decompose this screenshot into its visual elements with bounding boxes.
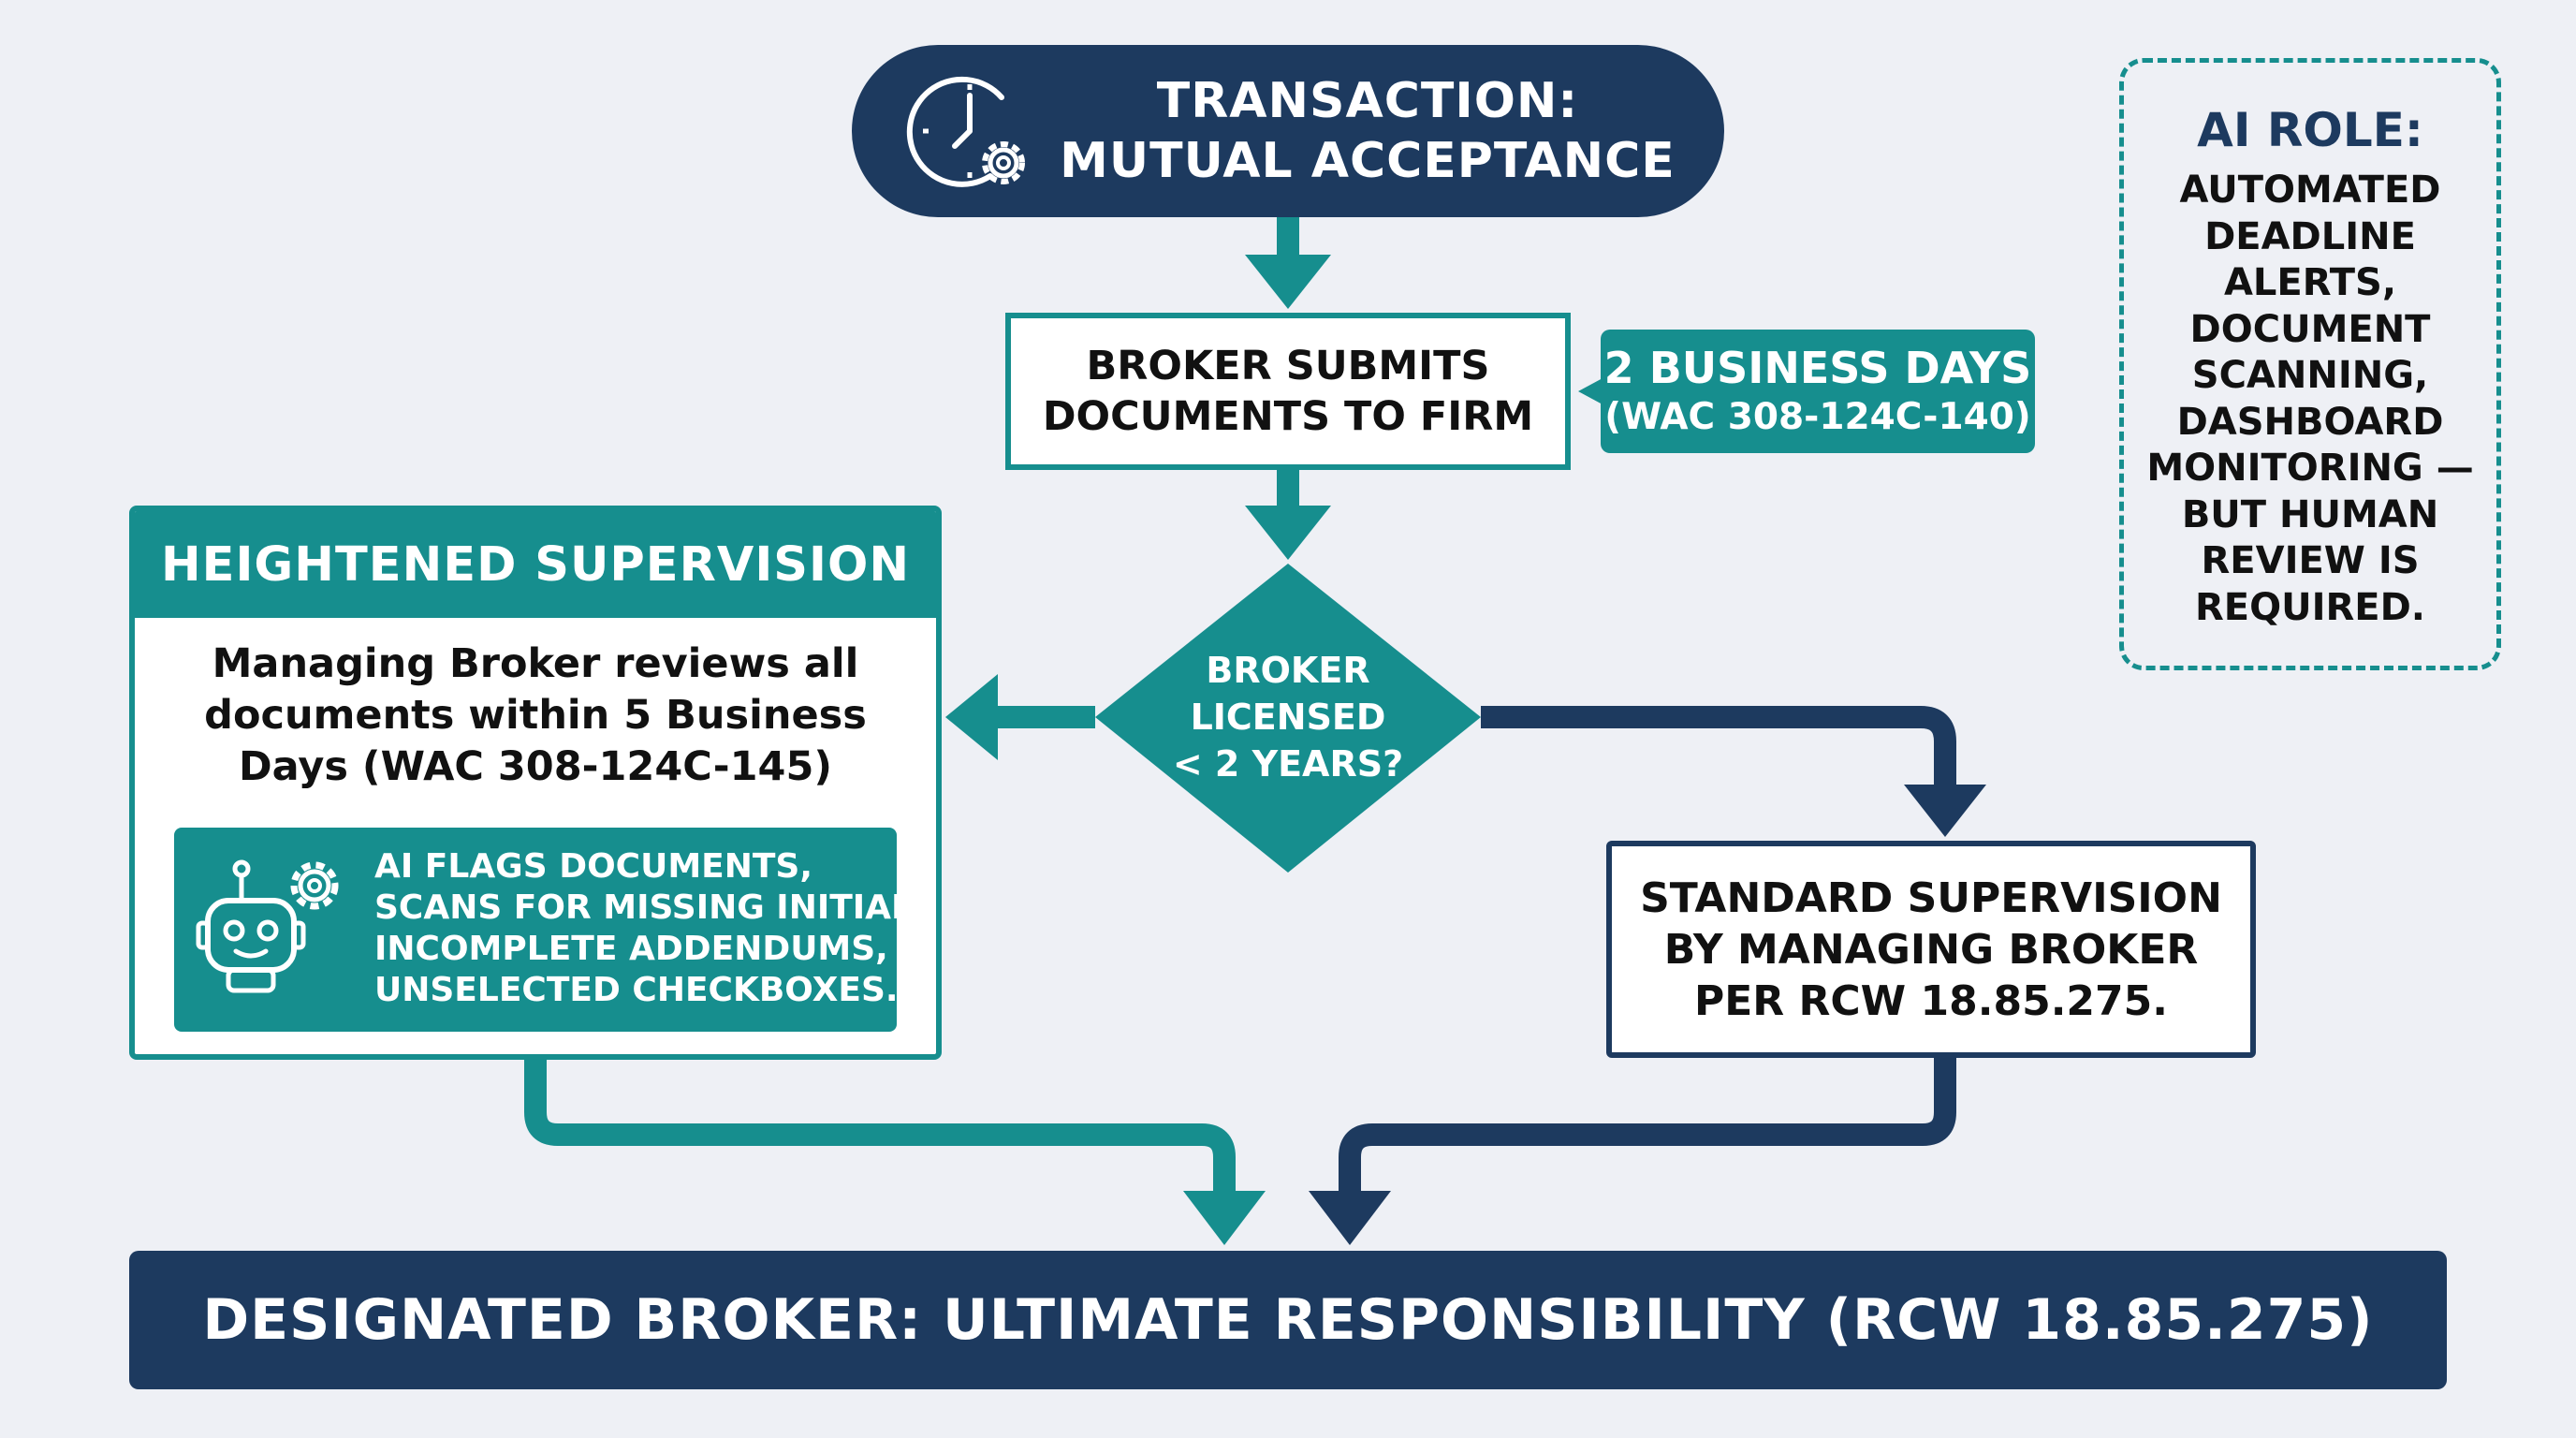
mutual-acceptance-line-2: MUTUAL ACCEPTANCE: [1060, 133, 1676, 189]
deadline-tag: 2 BUSINESS DAYS (WAC 308-124C-140): [1601, 330, 2035, 453]
node-mutual-acceptance: TRANSACTION: MUTUAL ACCEPTANCE: [852, 45, 1724, 217]
node-designated-broker: DESIGNATED BROKER: ULTIMATE RESPONSIBILI…: [129, 1251, 2447, 1389]
node-broker-submits: BROKER SUBMITS DOCUMENTS TO FIRM: [1005, 313, 1571, 470]
arrow-decision-yes-to-heightened: [945, 674, 1095, 760]
ai-role-line: DOCUMENT: [2189, 307, 2431, 351]
decision-line-1: BROKER: [1206, 650, 1370, 691]
ai-role-line: AUTOMATED: [2179, 169, 2441, 212]
ai-flags-line-2: SCANS FOR MISSING INITIALS,: [374, 888, 942, 927]
ai-role-line: DASHBOARD: [2176, 400, 2444, 444]
ai-flags-callout: AI FLAGS DOCUMENTS, SCANS FOR MISSING IN…: [174, 828, 942, 1032]
broker-submits-line-2: DOCUMENTS TO FIRM: [1042, 393, 1534, 440]
ai-role-line: MONITORING —: [2146, 447, 2474, 490]
clock-gear-icon: [906, 76, 1025, 187]
ai-role-line: ALERTS,: [2223, 261, 2397, 304]
standard-line-3: PER RCW 18.85.275.: [1694, 976, 2168, 1025]
heightened-supervision-description: Managing Broker reviews all documents wi…: [154, 638, 917, 798]
deadline-tag-pointer: [1578, 378, 1603, 404]
ai-flags-line-3: INCOMPLETE ADDENDUMS,: [374, 930, 888, 968]
heightened-supervision-title: HEIGHTENED SUPERVISION: [135, 511, 936, 618]
arrow-decision-no-to-standard: [1481, 706, 1986, 837]
decision-label: BROKER LICENSED < 2 YEARS?: [1151, 644, 1425, 790]
node-heightened-supervision: HEIGHTENED SUPERVISION Managing Broker r…: [129, 506, 942, 1060]
arrow-acceptance-to-submit: [1245, 217, 1331, 309]
arrow-standard-to-designated: [1309, 1058, 1956, 1245]
arrow-submit-to-decision: [1245, 470, 1331, 560]
deadline-tag-line-2: (WAC 308-124C-140): [1604, 396, 2031, 438]
ai-flags-line-4: UNSELECTED CHECKBOXES.: [374, 971, 899, 1009]
node-standard-supervision: STANDARD SUPERVISION BY MANAGING BROKER …: [1606, 841, 2256, 1058]
ai-role-body: AUTOMATED DEADLINE ALERTS, DOCUMENT SCAN…: [2146, 168, 2473, 631]
ai-flags-text: AI FLAGS DOCUMENTS, SCANS FOR MISSING IN…: [374, 846, 942, 1015]
ai-role-line: REQUIRED.: [2194, 585, 2425, 629]
ai-role-note: AI ROLE: AUTOMATED DEADLINE ALERTS, DOCU…: [2119, 58, 2501, 670]
ai-role-line: REVIEW IS: [2201, 539, 2420, 582]
broker-submits-line-1: BROKER SUBMITS: [1086, 343, 1490, 389]
ai-role-title: AI ROLE:: [2197, 103, 2423, 157]
heightened-body-line-2: documents within 5 Business: [204, 692, 867, 739]
ai-role-line: DEADLINE: [2204, 214, 2416, 258]
decision-line-3: < 2 YEARS?: [1172, 743, 1404, 785]
arrow-heightened-to-designated: [524, 1060, 1266, 1245]
standard-line-1: STANDARD SUPERVISION: [1640, 873, 2222, 922]
ai-role-line: BUT HUMAN: [2181, 492, 2439, 536]
heightened-body-line-1: Managing Broker reviews all: [212, 640, 859, 687]
heightened-body-line-3: Days (WAC 308-124C-145): [238, 743, 833, 790]
decision-line-2: LICENSED: [1190, 697, 1386, 738]
standard-line-2: BY MANAGING BROKER: [1663, 925, 2199, 974]
ai-role-line: SCANNING,: [2191, 354, 2429, 397]
deadline-tag-line-1: 2 BUSINESS DAYS: [1603, 343, 2032, 393]
decision-diamond: [1095, 564, 1481, 873]
mutual-acceptance-line-1: TRANSACTION:: [1156, 73, 1579, 129]
robot-gear-icon: [196, 859, 339, 993]
ai-flags-line-1: AI FLAGS DOCUMENTS,: [374, 847, 813, 886]
node-mutual-acceptance-label: TRANSACTION: MUTUAL ACCEPTANCE: [1060, 71, 1676, 191]
